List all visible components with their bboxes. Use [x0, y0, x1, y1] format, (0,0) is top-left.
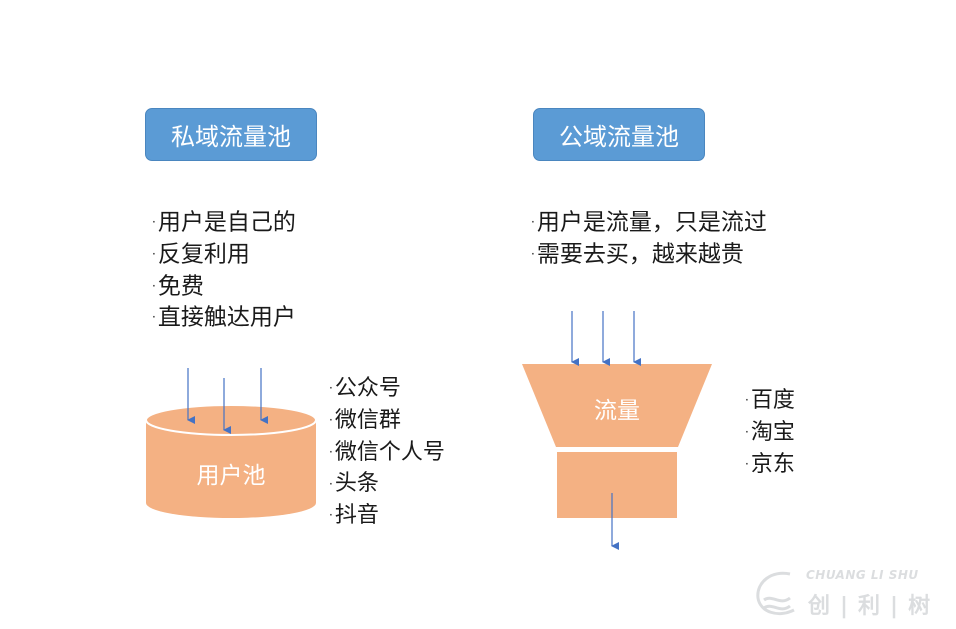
traffic-funnel	[522, 364, 712, 518]
pool-inflow-arrows	[187, 368, 268, 434]
public-pool-title: 公域流量池	[533, 108, 705, 161]
channel-item: ·微信群	[329, 407, 401, 433]
channel-item: ·微信个人号	[329, 439, 445, 465]
funnel-inflow-arrows	[571, 311, 641, 366]
trait-item: ·用户是自己的	[152, 209, 296, 236]
channel-item: ·百度	[745, 388, 795, 413]
trait-item: ·直接触达用户	[152, 304, 296, 331]
private-channels-list: ·公众号 ·微信群 ·微信个人号 ·头条 ·抖音	[329, 373, 445, 532]
public-channels-list: ·百度 ·淘宝 ·京东	[745, 385, 795, 480]
private-pool-title: 私域流量池	[145, 108, 317, 161]
channel-item: ·公众号	[329, 376, 401, 401]
watermark-text-latin: CHUANG LI SHU	[806, 568, 919, 582]
public-pool-traits: ·用户是流量，只是流过 ·需要去买，越来越贵	[531, 207, 767, 271]
channel-item: ·头条	[329, 471, 379, 497]
watermark-logo-icon	[756, 571, 795, 615]
channel-item: ·淘宝	[745, 419, 795, 445]
trait-item: ·免费	[152, 272, 204, 299]
trait-item: ·需要去买，越来越贵	[531, 241, 744, 267]
trait-item: ·用户是流量，只是流过	[531, 209, 767, 236]
channel-item: ·抖音	[329, 503, 379, 528]
watermark-text-cjk: 创|利|树	[808, 594, 941, 619]
user-pool-label: 用户池	[196, 463, 266, 489]
trait-item: ·反复利用	[152, 241, 250, 267]
traffic-funnel-label: 流量	[594, 398, 640, 424]
channel-item: ·京东	[745, 451, 795, 477]
brand-watermark: CHUANG LI SHU 创|利|树	[750, 564, 950, 624]
private-pool-traits: ·用户是自己的 ·反复利用 ·免费 ·直接触达用户	[152, 207, 296, 334]
